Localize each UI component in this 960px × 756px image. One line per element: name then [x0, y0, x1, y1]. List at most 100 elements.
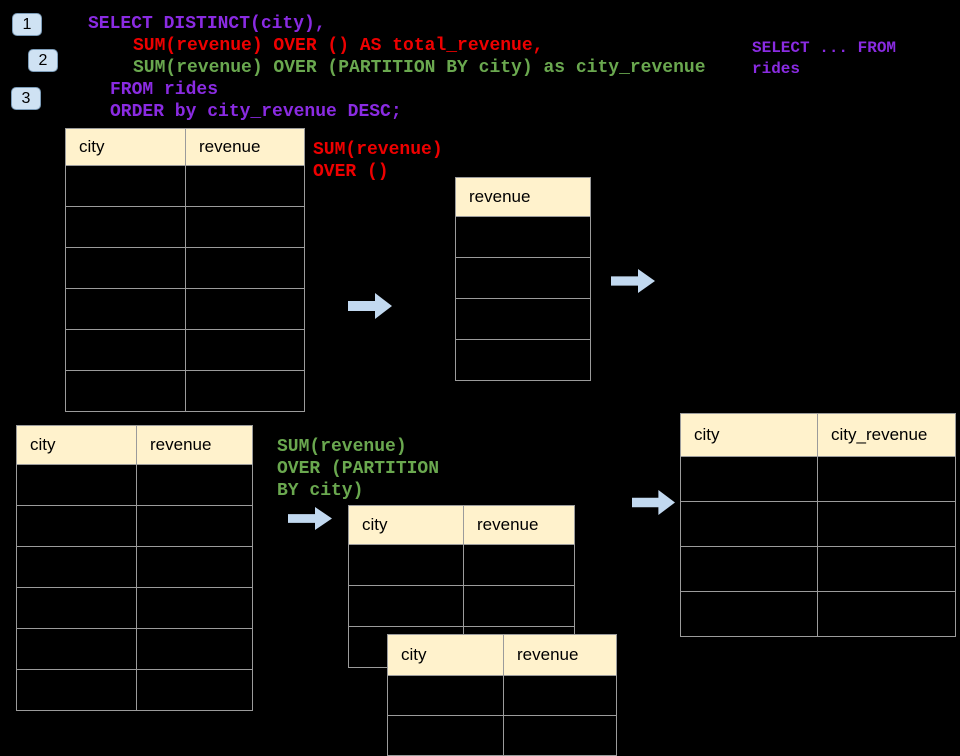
partition-input-empty-cell [463, 585, 575, 627]
partition-overlay-empty-cell [387, 715, 504, 756]
annotation-partition-line-3: BY city) [277, 481, 364, 501]
total-result-row [455, 257, 591, 299]
source-bottom-empty-cell [16, 669, 137, 711]
source-top-empty-cell [65, 206, 186, 248]
total-result-empty-cell [455, 298, 591, 340]
partition-result-row [680, 591, 956, 637]
source-bottom-header-revenue: revenue [136, 425, 253, 465]
source-bottom-empty-cell [136, 628, 253, 670]
annotation-partition-line-2: OVER (PARTITION [277, 459, 440, 479]
source-bottom-empty-cell [136, 464, 253, 506]
source-bottom-empty-cell [16, 505, 137, 547]
partition-result-row [680, 546, 956, 592]
source-top-header-revenue: revenue [185, 128, 305, 166]
partition-overlay-empty-cell [387, 675, 504, 716]
side-note-line-2: rides [752, 60, 801, 78]
source-top-row [65, 288, 305, 330]
partition-input-empty-cell [348, 585, 464, 627]
partition-input-header-revenue: revenue [463, 505, 575, 545]
total-result-empty-cell [455, 339, 591, 381]
sql-line-select: SELECT DISTINCT(city), [88, 14, 326, 34]
source-top-header-city: city [65, 128, 186, 166]
source-top-empty-cell [185, 206, 305, 248]
source-bottom-empty-cell [16, 464, 137, 506]
partition-result-empty-cell [680, 591, 818, 637]
partition-input-header-city: city [348, 505, 464, 545]
partition-input-row [348, 585, 575, 627]
partition-result-row [680, 501, 956, 547]
side-note-line-1: SELECT ... FROM [752, 39, 897, 57]
sql-line-total-revenue: SUM(revenue) OVER () AS total_revenue, [133, 36, 544, 56]
sql-line-from: FROM rides [110, 80, 219, 100]
source-top-empty-cell [65, 370, 186, 412]
partition-input-row [348, 544, 575, 586]
total-result-row [455, 298, 591, 340]
source-top-row [65, 165, 305, 207]
source-top-empty-cell [65, 288, 186, 330]
source-top-empty-cell [185, 288, 305, 330]
source-bottom-row [16, 587, 253, 629]
sql-line-city-revenue: SUM(revenue) OVER (PARTITION BY city) as… [133, 58, 706, 78]
partition-result-empty-cell [817, 591, 956, 637]
partition-input-empty-cell [348, 544, 464, 586]
source-bottom-empty-cell [136, 587, 253, 629]
partition-result-empty-cell [817, 456, 956, 502]
annotation-total-line-1: SUM(revenue) [313, 140, 443, 160]
step-badge-1: 1 [12, 13, 42, 36]
partition-overlay-row [387, 675, 617, 716]
total-result-header-row: revenue [455, 177, 591, 217]
slide-canvas: 1 2 3 SELECT DISTINCT(city), SUM(revenue… [11, 13, 956, 756]
sql-line-order-by: ORDER by city_revenue DESC; [110, 102, 402, 122]
total-result-header-revenue: revenue [455, 177, 591, 217]
partition-result-empty-cell [817, 546, 956, 592]
source-top-empty-cell [65, 165, 186, 207]
step-badge-3: 3 [11, 87, 41, 110]
flow-arrow-to-city-revenue-result-icon [632, 490, 675, 515]
source-bottom-empty-cell [16, 546, 137, 588]
source-bottom-empty-cell [136, 669, 253, 711]
source-top-empty-cell [185, 165, 305, 207]
partition-result-empty-cell [680, 456, 818, 502]
partition-input-empty-cell [463, 544, 575, 586]
total-revenue-result-table: revenue [455, 177, 591, 381]
partition-result-header-city: city [680, 413, 818, 457]
source-bottom-row [16, 628, 253, 670]
partition-overlay-header-city: city [387, 634, 504, 676]
source-top-row [65, 247, 305, 289]
source-top-empty-cell [65, 247, 186, 289]
partition-overlay-empty-cell [503, 675, 617, 716]
total-result-empty-cell [455, 257, 591, 299]
source-top-empty-cell [185, 370, 305, 412]
partition-result-empty-cell [680, 546, 818, 592]
partition-overlay-row [387, 715, 617, 756]
total-result-row [455, 216, 591, 258]
source-top-row [65, 370, 305, 412]
source-top-empty-cell [185, 247, 305, 289]
flow-arrow-to-total-result-icon [348, 293, 392, 319]
annotation-total-line-2: OVER () [313, 162, 389, 182]
source-top-row [65, 329, 305, 371]
partition-result-empty-cell [680, 501, 818, 547]
source-bottom-row [16, 505, 253, 547]
partition-overlay-header-revenue: revenue [503, 634, 617, 676]
source-bottom-empty-cell [16, 587, 137, 629]
partition-result-row [680, 456, 956, 502]
annotation-partition-line-1: SUM(revenue) [277, 437, 407, 457]
source-top-empty-cell [65, 329, 186, 371]
partition-overlay-empty-cell [503, 715, 617, 756]
partition-result-header-city_revenue: city_revenue [817, 413, 956, 457]
source-bottom-header-city: city [16, 425, 137, 465]
source-bottom-empty-cell [136, 505, 253, 547]
source-bottom-empty-cell [136, 546, 253, 588]
partition-result-empty-cell [817, 501, 956, 547]
total-result-empty-cell [455, 216, 591, 258]
source-bottom-row [16, 464, 253, 506]
